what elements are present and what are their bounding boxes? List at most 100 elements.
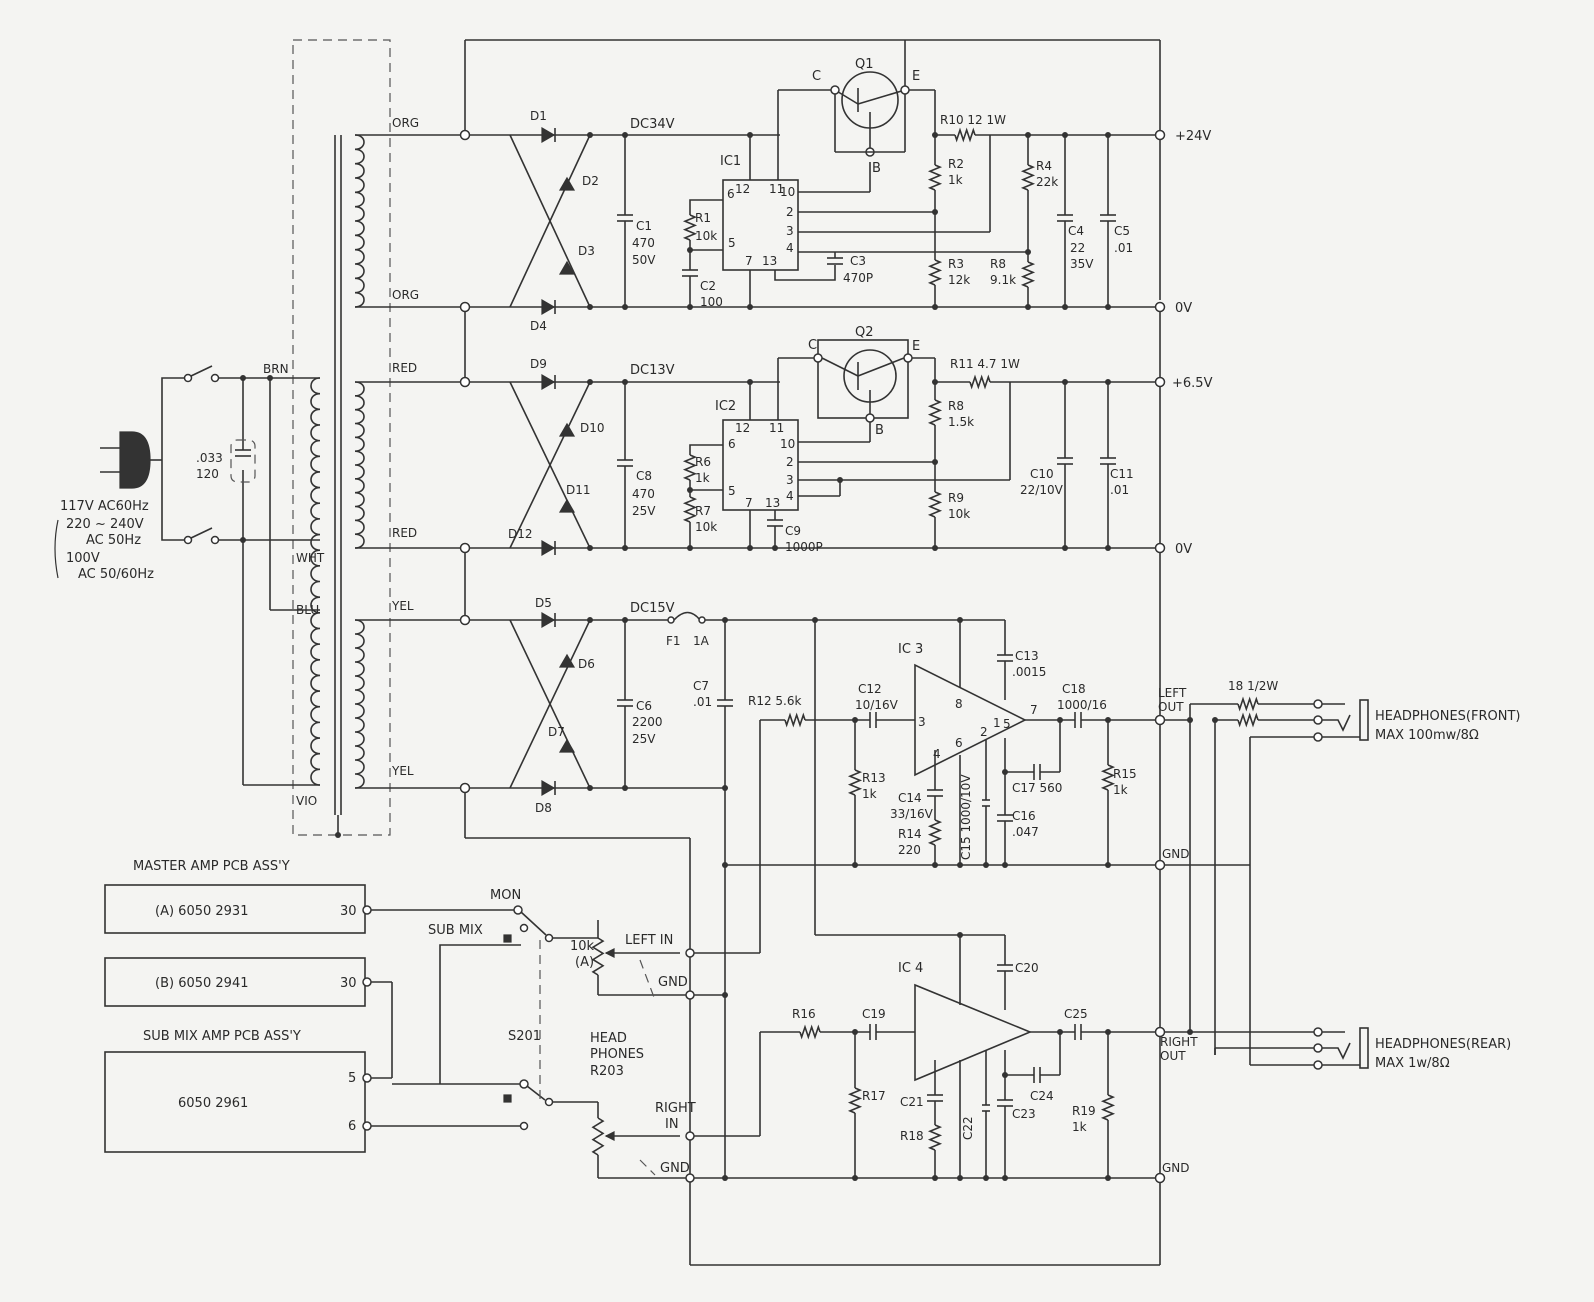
- mains-cap-label: .033: [196, 451, 223, 465]
- mains-voltage-220: 220 ~ 240V: [66, 517, 144, 532]
- c9-label: C9: [785, 524, 801, 538]
- r19-value: 1k: [1072, 1120, 1087, 1134]
- wire-org-top-label: ORG: [392, 116, 419, 130]
- submix-pin6: 6: [348, 1119, 356, 1134]
- r12-label: R12 5.6k: [748, 694, 802, 708]
- ic1-pin4: 4: [786, 241, 794, 255]
- c17-label: C17 560: [1012, 781, 1062, 795]
- out-resistor-label: 18 1/2W: [1228, 679, 1278, 693]
- headphones-rear-label: HEADPHONES(REAR): [1375, 1037, 1511, 1052]
- right-out-label-1: RIGHT: [1160, 1035, 1198, 1049]
- q1-base: B: [872, 161, 881, 176]
- r15-label: R15: [1113, 767, 1137, 781]
- d3-label: D3: [578, 244, 595, 258]
- s201-switch-lower-icon[interactable]: [526, 1085, 546, 1101]
- d9-label: D9: [530, 357, 547, 371]
- resistor-r17-icon: [847, 1087, 863, 1114]
- ic1-chip: [722, 179, 799, 271]
- ic2-pin13: 13: [765, 496, 780, 510]
- r8-value: 9.1k: [990, 273, 1016, 287]
- rail-15v: D5 D6 D7 D8 DC15V C6 2200 25V F1 1A C7 .…: [355, 553, 1161, 1266]
- ic3-pin7: 7: [1030, 703, 1038, 717]
- headphone-jack-front-icon[interactable]: [1359, 699, 1369, 741]
- q1-label: Q1: [855, 57, 874, 72]
- c23-label: C23: [1012, 1107, 1036, 1121]
- wire-org-bottom-label: ORG: [392, 288, 419, 302]
- r17-label: R17: [862, 1089, 886, 1103]
- secondary-winding-yel: [354, 619, 365, 789]
- d12-label: D12: [508, 527, 533, 541]
- c24-label: C24: [1030, 1089, 1054, 1103]
- pot-left-icon[interactable]: [591, 937, 605, 976]
- dc34v-label: DC34V: [630, 117, 675, 132]
- resistor-r8b-icon: [927, 399, 943, 426]
- c3-label: C3: [850, 254, 866, 268]
- c5-label: C5: [1114, 224, 1130, 238]
- ic1-pin5: 5: [728, 236, 736, 250]
- d7-label: D7: [548, 725, 565, 739]
- resistor-r3-icon: [927, 259, 943, 286]
- ic1-pin13: 13: [762, 254, 777, 268]
- master-amp-title: MASTER AMP PCB ASS'Y: [133, 859, 290, 874]
- d2-label: D2: [582, 174, 599, 188]
- diode-d4-icon: [541, 298, 556, 316]
- ic2-pin10: 10: [780, 437, 795, 451]
- d4-label: D4: [530, 319, 547, 333]
- d5-label: D5: [535, 596, 552, 610]
- c6-value: 2200: [632, 715, 663, 729]
- transformer-shield: [292, 39, 391, 836]
- ic2-pin3: 3: [786, 473, 794, 487]
- r8b-label: R8: [948, 399, 964, 413]
- ic2-pin4: 4: [786, 489, 794, 503]
- d6-label: D6: [578, 657, 595, 671]
- c1-label: C1: [636, 219, 652, 233]
- submix-amp-title: SUB MIX AMP PCB ASS'Y: [143, 1029, 301, 1044]
- headphone-jack-rear-icon[interactable]: [1359, 1027, 1369, 1069]
- r2-label: R2: [948, 157, 964, 171]
- q2-base: B: [875, 423, 884, 438]
- q2-label: Q2: [855, 325, 874, 340]
- right-in-label-2: IN: [665, 1117, 679, 1132]
- r1-value: 10k: [695, 229, 717, 243]
- c4-voltage: 35V: [1070, 257, 1094, 271]
- r10-label: R10 12 1W: [940, 113, 1006, 127]
- c18-label: C18: [1062, 682, 1086, 696]
- input-section: MASTER AMP PCB ASS'Y (A) 6050 2931 30 (B…: [104, 720, 761, 1183]
- r7-label: R7: [695, 504, 711, 518]
- pot-right-icon[interactable]: [591, 1117, 605, 1156]
- c6-voltage: 25V: [632, 732, 656, 746]
- c5-value: .01: [1114, 241, 1133, 255]
- c2-label: C2: [700, 279, 716, 293]
- r1-label: R1: [695, 211, 711, 225]
- c12-value: 10/16V: [855, 698, 899, 712]
- gnd-out-1-label: GND: [1162, 847, 1190, 861]
- rail-24v: D1 D2 D3 D4 DC34V C1 470 50V IC1 12 11 6…: [355, 39, 1211, 333]
- r14-label: R14: [898, 827, 922, 841]
- pot-value-label: 10k: [570, 939, 595, 954]
- ic3-pin2: 2: [980, 725, 988, 739]
- q1-emitter: E: [912, 69, 920, 84]
- resistor-r1-icon: [682, 214, 698, 241]
- diode-d9-icon: [541, 373, 556, 391]
- master-amp-a-label: (A) 6050 2931: [155, 904, 248, 919]
- r15-value: 1k: [1113, 783, 1128, 797]
- r18-label: R18: [900, 1129, 924, 1143]
- q1-collector: C: [812, 69, 821, 84]
- c22-label: C22: [961, 1116, 975, 1140]
- diode-d10-icon: [558, 422, 576, 437]
- c1-voltage: 50V: [632, 253, 656, 267]
- right-out-label-2: OUT: [1160, 1049, 1186, 1063]
- zero-v-1-label: 0V: [1175, 301, 1192, 316]
- submix-amp-label: 6050 2961: [178, 1096, 248, 1111]
- c9-value: 1000P: [785, 540, 823, 554]
- r6-label: R6: [695, 455, 711, 469]
- ic3-pin3: 3: [918, 715, 926, 729]
- s201-switch-upper-icon[interactable]: [520, 911, 547, 936]
- c7-label: C7: [693, 679, 709, 693]
- diode-d5-icon: [541, 611, 556, 629]
- submix-pin5: 5: [348, 1071, 356, 1086]
- r2-value: 1k: [948, 173, 963, 187]
- ic3-label: IC 3: [898, 642, 923, 657]
